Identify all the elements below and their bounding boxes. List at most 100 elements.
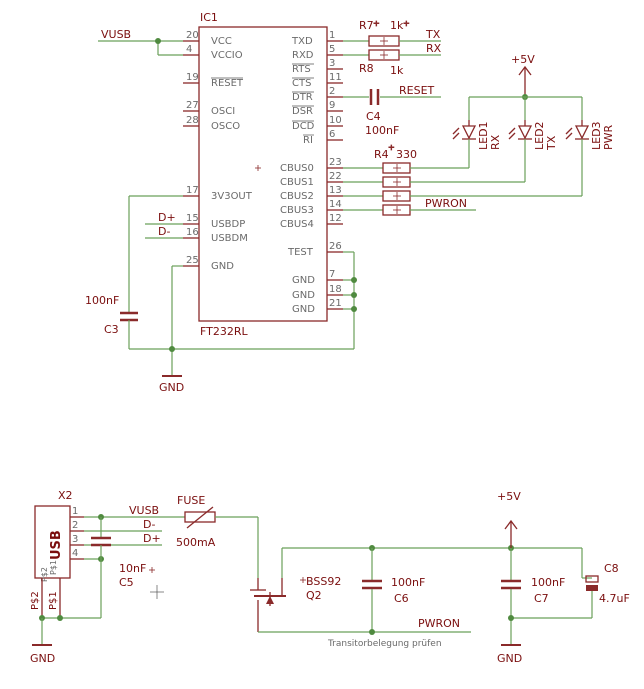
led1-ref: LED1: [477, 121, 490, 150]
pin-num: 25: [186, 255, 199, 266]
net-label-pwron: PWRON: [425, 197, 467, 210]
led3-func: PWR: [602, 124, 615, 150]
pin-num: 2: [329, 86, 335, 97]
resistor-r8: R8 1k RX: [343, 42, 442, 77]
net-label-vusb: VUSB: [101, 28, 131, 41]
output-caps: 100nF C6 100nF C7 C8 4.7uF PWRON Transit…: [258, 490, 630, 665]
c5-ref: C5: [119, 576, 134, 589]
pin-name: CBUS0: [280, 163, 314, 174]
pin-num: 27: [186, 100, 199, 111]
pin-num: 11: [329, 72, 342, 83]
pin-name: CBUS4: [280, 219, 314, 230]
svg-text:+: +: [388, 143, 395, 152]
pin-name: DSR: [292, 106, 313, 117]
pin-num: 26: [329, 241, 342, 252]
c7-value: 100nF: [531, 576, 565, 589]
c4-ref: C4: [366, 110, 381, 123]
pin-name: VCC: [211, 36, 232, 47]
pin-name: DTR: [292, 92, 313, 103]
pin-name: RTS: [292, 64, 311, 75]
capacitor-c4: RESET C4 100nF: [343, 84, 441, 137]
net-label-dm-top: D-: [158, 225, 170, 238]
x2-stub-label: P$2: [30, 591, 41, 610]
q2-value: BSS92: [306, 575, 341, 588]
x2-pin-num: 3: [72, 534, 78, 545]
r7-ref: R7: [359, 19, 374, 32]
net-label-vusb-bottom: VUSB: [129, 504, 159, 517]
pin-name: RI: [303, 135, 313, 146]
pin-name: RESET: [211, 78, 244, 89]
svg-text:+: +: [403, 19, 410, 28]
led3: LED3 PWR: [565, 120, 615, 196]
led1: LED1 RX: [452, 120, 502, 168]
resistor-array-r4: R4 330 + PWRON: [343, 143, 582, 216]
c4-value: 100nF: [365, 124, 399, 137]
pin-num: 15: [186, 213, 199, 224]
pin-name: USBDM: [211, 233, 248, 244]
pin-num: 1: [329, 30, 335, 41]
net-label-tx: TX: [425, 28, 441, 41]
fuse: FUSE 500mA: [176, 494, 258, 549]
r4-value: 330: [396, 148, 417, 161]
pin-name: RXD: [292, 50, 314, 61]
ic1-part: FT232RL: [200, 325, 248, 338]
c3-value: 100nF: [85, 294, 119, 307]
r7-value: 1k: [390, 19, 404, 32]
pin-name: OSCO: [211, 121, 240, 132]
x2-ref: X2: [58, 489, 73, 502]
pin-name: GND: [292, 275, 315, 286]
r8-value: 1k: [390, 64, 404, 77]
pin-name: TEST: [287, 247, 314, 258]
r8-ref: R8: [359, 62, 374, 75]
x2-pad-label: P$2: [40, 567, 49, 582]
pin-name: CTS: [292, 78, 311, 89]
led2-ref: LED2: [533, 121, 546, 150]
pin-name: CBUS3: [280, 205, 314, 216]
net-label-dp-top: D+: [158, 211, 176, 224]
x2-pin-num: 2: [72, 520, 78, 531]
net-label-dp-bottom: D+: [143, 532, 161, 545]
pin-num: 16: [186, 227, 199, 238]
fuse-value: 500mA: [176, 536, 216, 549]
pin-num: 19: [186, 72, 199, 83]
pin-name: VCCIO: [211, 50, 243, 61]
pin-name: USBDP: [211, 219, 245, 230]
pin-num: 9: [329, 100, 335, 111]
pin-name: TXD: [291, 36, 313, 47]
pin-num: 22: [329, 171, 342, 182]
pin-num: 6: [329, 129, 335, 140]
net-label-dm-bottom: D-: [143, 518, 155, 531]
pin-num: 17: [186, 185, 199, 196]
connector-x2-usb: X2 USB P$2 P$1 1 2 3 4 P$2 P$1: [30, 489, 84, 618]
mosfet-q2: BSS92 Q2: [250, 517, 582, 632]
pin-num: 14: [329, 199, 342, 210]
c8-value: 4.7uF: [599, 592, 630, 605]
pin-num: 10: [329, 115, 342, 126]
pin-name: GND: [292, 304, 315, 315]
pin-name: DCD: [292, 121, 315, 132]
resistor-r7: R7 1k + + TX: [343, 19, 441, 47]
pin-num: 23: [329, 157, 342, 168]
pin-num: 13: [329, 185, 342, 196]
net-label-5v-top: +5V: [511, 53, 535, 66]
x2-pad-label: P$1: [49, 560, 58, 575]
pin-name: OSCI: [211, 106, 235, 117]
net-gnd-top: GND: [129, 251, 357, 394]
led2-func: TX: [545, 135, 558, 151]
c5-value: 10nF: [119, 562, 146, 575]
c6-ref: C6: [394, 592, 409, 605]
led2: LED2 TX: [508, 120, 558, 182]
pin-num: 5: [329, 44, 335, 55]
c7-ref: C7: [534, 592, 549, 605]
net-label-reset: RESET: [399, 84, 435, 97]
pin-num: 21: [329, 298, 342, 309]
net-label-rx: RX: [426, 42, 442, 55]
x2-title: USB: [49, 530, 64, 560]
x2-stub-label: P$1: [48, 591, 59, 610]
c8-ref: C8: [604, 562, 619, 575]
led3-ref: LED3: [590, 121, 603, 150]
pin-name: 3V3OUT: [211, 191, 253, 202]
fuse-ref: FUSE: [177, 494, 205, 507]
c6-value: 100nF: [391, 576, 425, 589]
svg-text:+: +: [373, 19, 380, 28]
